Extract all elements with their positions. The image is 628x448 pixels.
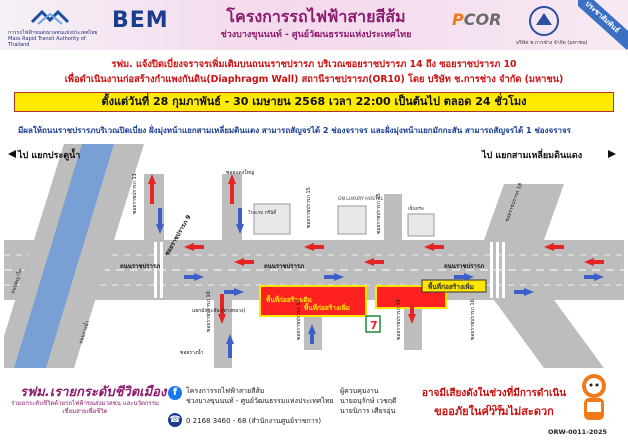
header-banner: การรถไฟฟ้าขนส่งมวลชนแห่งประเทศไทย Mass R… — [0, 0, 628, 50]
work-area-label-1: พื้นที่ก่อสร้างเดิม — [266, 294, 312, 304]
rangnam-soi-label: ซอยรางน้ำ — [180, 347, 204, 356]
contact-1: นายอนุรักษ์ เวชฤดี — [340, 397, 397, 405]
soi-10-label: ซอยราชปรารภ 10 — [206, 291, 212, 332]
mrta-en: Mass Rapid Transit Authority of Thailand — [8, 36, 86, 48]
ch-karnchang-logo: บริษัท ช.การช่าง จำกัด (มหาชน) — [516, 5, 588, 47]
left-direction-label: ไป แยกประตูน้ำ — [17, 148, 80, 161]
airport-link-structure — [14, 144, 114, 368]
soi-dangyai-label: ซอยแดงใหญ่ — [226, 169, 254, 176]
seven-eleven-icon — [365, 315, 381, 333]
right-top-road — [484, 184, 564, 240]
soi-11-label: ซอยราชปรารภ 11 — [132, 173, 138, 214]
road-main-label-2: ถนนราชปรารภ — [264, 262, 304, 270]
phone-number: 0 2168 3460 - 68 (สำนักงานศูนย์ราชการ) — [186, 417, 322, 425]
soi-12-label: ซอยราชปรารภ 12 — [296, 299, 302, 340]
soi-13-label: ซอยราชปรารภ 15 — [306, 187, 312, 228]
contact-label: ผู้ควบคุมงาน — [340, 387, 379, 395]
soi-14-label: ซอยราชปรารภ 14 — [396, 299, 402, 340]
mrta-name: การรถไฟฟ้าขนส่งมวลชนแห่งประเทศไทย — [8, 30, 98, 36]
road-main-label-3: ถนนราชปรารภ — [444, 262, 484, 270]
notice-line-2: เพื่อดำเนินงานก่อสร้างกำแพงกันดิน(Diaphr… — [64, 74, 564, 85]
facebook-page-name[interactable]: โครงการรถไฟฟ้าสายสีส้ม — [186, 387, 265, 395]
pcor-logo: PCOR — [452, 10, 501, 29]
traffic-arrows — [148, 174, 604, 358]
kfc-label: เซ็นทรัล — [408, 204, 424, 212]
ch-emblem-icon — [529, 6, 559, 36]
makkasan-label: แยกมักกะสัน (ทางหลวง) — [192, 308, 245, 314]
footer-slogan-sub: ร่วมยกระดับชีวิตด้วยรถไฟฟ้าขนส่งมวลชน แล… — [11, 400, 159, 415]
contact-2: นายนิการ เศียรอุ่น — [340, 407, 396, 415]
right-direction-arrow-icon — [608, 150, 616, 158]
work-area-label-3: พื้นที่ก่อสร้างเพิ่ม — [428, 281, 474, 291]
work-area-label-2: พื้นที่ก่อสร้างเพิ่ม — [304, 302, 350, 312]
trinity-hotel-building — [253, 203, 291, 235]
facebook-icon[interactable]: f — [168, 386, 182, 400]
notice-line-1: รฟม. แจ้งปิดเบี่ยงจราจรเพิ่มเติมบนถนนราช… — [111, 59, 517, 70]
right-direction-label: ไป แยกสามเหลี่ยมดินแดง — [481, 148, 582, 161]
zebra-crossings — [154, 242, 505, 298]
left-direction-arrow-icon — [8, 150, 16, 158]
document-code: ORW-0011-2025 — [548, 428, 607, 436]
seven-label: 7 — [370, 319, 378, 332]
ribbon-text: ประชาสัมพันธ์ — [578, 0, 628, 50]
pr-ribbon: ประชาสัมพันธ์ — [578, 0, 628, 50]
soi-dangyai-road — [222, 174, 242, 240]
gn-hostel-building — [337, 205, 367, 235]
mrta-logo: การรถไฟฟ้าขนส่งมวลชนแห่งประเทศไทย Mass R… — [8, 6, 97, 48]
closure-description: มีผลให้ถนนราชปรารภบริเวณปิดเบี่ยง ฝั่งมุ… — [18, 126, 571, 135]
ch-company-name: บริษัท ช.การช่าง จำกัด (มหาชน) — [516, 40, 588, 46]
traffic-map: พื้นที่ก่อสร้างเดิม พื้นที่ก่อสร้างเพิ่ม… — [4, 144, 624, 368]
mascot-icon — [582, 374, 606, 420]
phone-icon: ☎ — [168, 413, 182, 427]
pcor-rest: COR — [463, 10, 502, 29]
soi-15-label: ซอยราชปรารภ 15 — [376, 193, 382, 234]
footer-slogan: รฟม.เรายกระดับชีวิตเมือง — [20, 385, 167, 400]
mrta-mark-icon — [30, 9, 70, 25]
apology-text: ขออภัยในความไม่สะดวก — [434, 405, 554, 418]
date-bar: ตั้งแต่วันที่ 28 กุมภาพันธ์ - 30 เมษายน … — [14, 92, 614, 112]
facebook-page-sub: ช่วงบางขุนนนท์ - ศูนย์วัฒนธรรมแห่งประเทศ… — [186, 397, 334, 405]
project-title: โครงการรถไฟฟ้าสายสีส้ม — [226, 7, 406, 26]
road-main-label-1: ถนนราชปรารภ — [120, 262, 160, 270]
soi-16-label: ซอยราชปรารภ 16 — [470, 299, 476, 340]
bem-logo: BEM — [112, 8, 169, 33]
project-subtitle: ช่วงบางขุนนนท์ - ศูนย์วัฒนธรรมแห่งประเทศ… — [220, 30, 412, 40]
closure-zone-3 — [421, 279, 487, 293]
soi-10-road — [214, 300, 232, 368]
hotel1-label: โรงแรม ทรินิตี้ — [248, 209, 277, 216]
soi-15-road — [384, 194, 402, 240]
noise-warning: อาจมีเสียงดังในช่วงที่มีการดำเนินการ — [421, 388, 567, 414]
right-bottom-road — [494, 300, 604, 368]
soi-14-road — [404, 300, 422, 350]
closure-zone-1 — [259, 285, 367, 317]
hotel2-label: GN LUXURY HOSTEL — [338, 196, 384, 202]
pcor-p: P — [452, 10, 464, 29]
building-3 — [407, 213, 435, 237]
bem-text: BEM — [112, 8, 169, 33]
